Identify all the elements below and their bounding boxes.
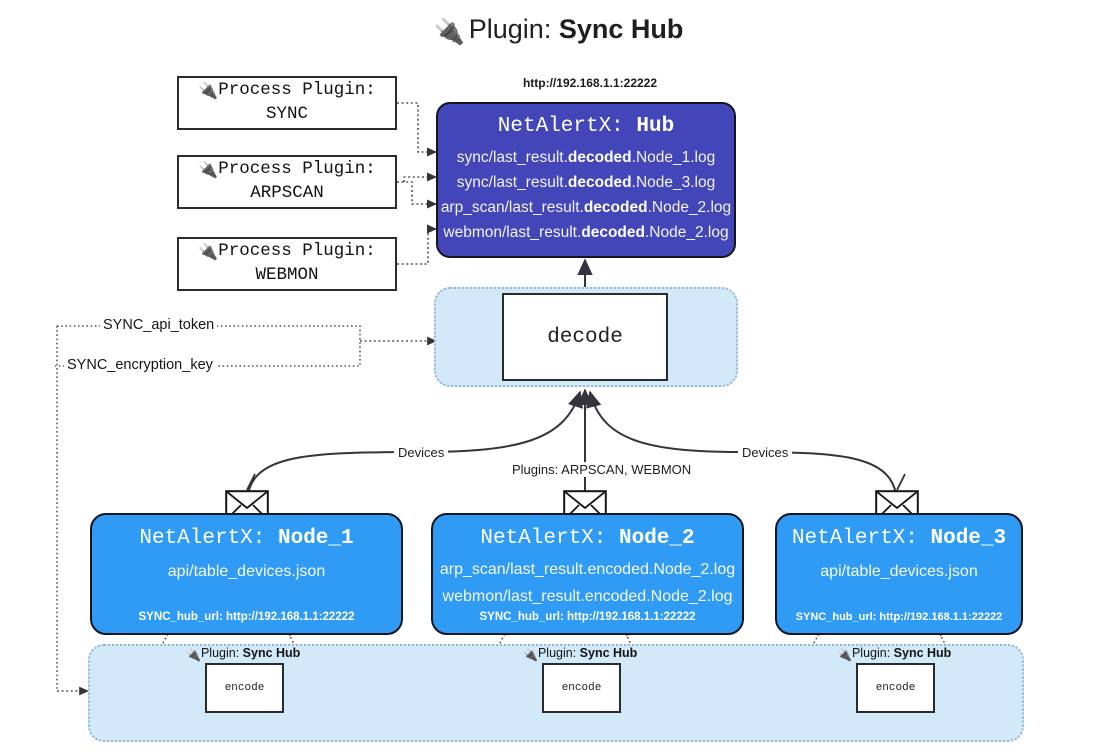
edge-label-devices-left: Devices	[394, 445, 449, 460]
process-plugin-value: SYNC	[265, 104, 308, 124]
plug-icon: 🔌	[198, 81, 219, 101]
process-plugin-webmon[interactable]: 🔌Process Plugin: WEBMON	[177, 237, 397, 291]
node-hub-url: SYNC_hub_url: http://192.168.1.1:22222	[479, 611, 696, 623]
node-header: NetAlertX: Node_3	[791, 527, 1007, 550]
node-header: NetAlertX: Node_2	[480, 527, 695, 550]
encode-box-3[interactable]: encode	[856, 663, 935, 713]
encoder-caption-2: 🔌Plugin: Sync Hub	[523, 646, 638, 662]
node-box-node-3[interactable]: NetAlertX: Node_3 api/table_devices.json…	[775, 513, 1023, 635]
process-plugin-sync[interactable]: 🔌Process Plugin: SYNC	[177, 76, 397, 130]
encoder-caption-1: 🔌Plugin: Sync Hub	[186, 646, 301, 662]
title-prefix: Plugin:	[468, 14, 552, 44]
title-name: Sync Hub	[558, 14, 684, 44]
encoder-caption-3: 🔌Plugin: Sync Hub	[837, 646, 952, 662]
plug-icon: 🔌	[198, 242, 219, 262]
process-plugin-label: Process Plugin:	[218, 159, 376, 180]
plug-icon: 🔌	[523, 648, 538, 662]
encode-box-2[interactable]: encode	[542, 663, 621, 713]
hub-box[interactable]: NetAlertX: Hub sync/last_result.decoded.…	[436, 102, 736, 258]
process-plugin-arpscan[interactable]: 🔌Process Plugin: ARPSCAN	[177, 155, 397, 209]
node-line: webmon/last_result.encoded.Node_2.log	[442, 587, 733, 605]
token-label-api: SYNC_api_token	[100, 317, 218, 333]
plug-icon: 🔌	[198, 160, 219, 180]
process-plugin-value: ARPSCAN	[250, 183, 324, 203]
hub-header: NetAlertX: Hub	[497, 115, 675, 138]
process-plugin-label: Process Plugin:	[218, 241, 376, 262]
hub-log-line: sync/last_result.decoded.Node_3.log	[456, 174, 716, 192]
node-header: NetAlertX: Node_1	[139, 527, 354, 550]
node-hub-url: SYNC_hub_url: http://192.168.1.1:22222	[138, 611, 355, 623]
page-title: 🔌Plugin: Sync Hub	[0, 14, 1117, 47]
node-line: api/table_devices.json	[820, 563, 978, 580]
node-line: arp_scan/last_result.encoded.Node_2.log	[439, 561, 736, 578]
node-box-node-1[interactable]: NetAlertX: Node_1 api/table_devices.json…	[90, 513, 403, 635]
plug-icon: 🔌	[433, 18, 465, 46]
hub-log-line: sync/last_result.decoded.Node_1.log	[456, 149, 716, 166]
decode-box[interactable]: decode	[502, 293, 668, 381]
token-label-encryption: SYNC_encryption_key	[64, 357, 216, 373]
hub-log-line: webmon/last_result.decoded.Node_2.log	[443, 224, 729, 242]
edge-label-devices-right: Devices	[738, 445, 793, 460]
node-hub-url: SYNC_hub_url: http://192.168.1.1:22222	[795, 611, 1003, 623]
hub-log-line: arp_scan/last_result.decoded.Node_2.log	[440, 199, 732, 217]
process-plugin-label: Process Plugin:	[218, 80, 376, 101]
process-plugin-value: WEBMON	[255, 265, 319, 285]
plug-icon: 🔌	[837, 648, 852, 662]
hub-url-label: http://192.168.1.1:22222	[522, 76, 658, 90]
plug-icon: 🔌	[186, 648, 201, 662]
edge-label-plugins-center: Plugins: ARPSCAN, WEBMON	[508, 462, 696, 477]
node-box-node-2[interactable]: NetAlertX: Node_2 arp_scan/last_result.e…	[431, 513, 744, 635]
node-line: api/table_devices.json	[167, 563, 326, 580]
encode-box-1[interactable]: encode	[205, 663, 284, 713]
